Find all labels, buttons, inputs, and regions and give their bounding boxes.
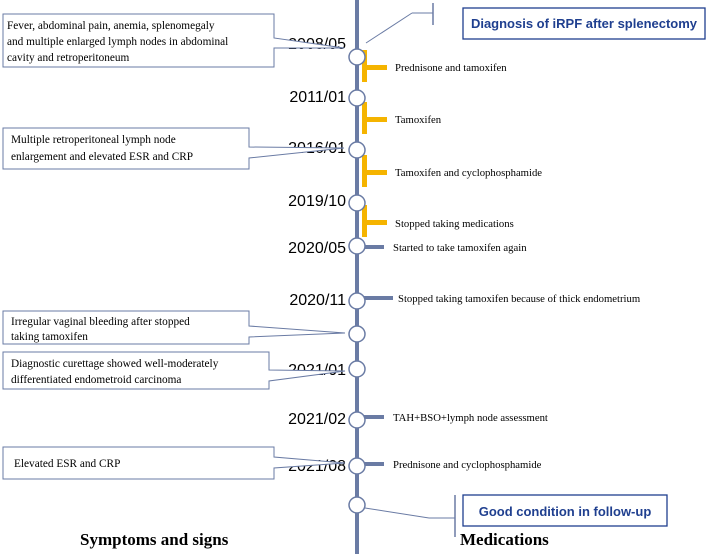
symptom-callout-5: [2, 446, 346, 480]
symptom-callout-3: [2, 310, 346, 345]
symptom-line: Irregular vaginal bleeding after stopped: [11, 316, 190, 328]
symptom-line: Elevated ESR and CRP: [14, 458, 120, 470]
medication-texts: Prednisone and tamoxifen Tamoxifen Tamox…: [393, 62, 641, 471]
date-labels: 2008/05 2011/01 2016/01 2019/10 2020/05 …: [288, 36, 346, 475]
medication-label: Stopped taking medications: [395, 218, 514, 230]
symptom-line: and multiple enlarged lymph nodes in abd…: [7, 36, 228, 48]
symptom-callouts: [2, 13, 346, 480]
footer-symptoms-label: Symptoms and signs: [80, 530, 229, 549]
footer-medications-label: Medications: [460, 530, 549, 549]
medication-ticks: [357, 245, 393, 466]
symptom-line: cavity and retroperitoneum: [7, 52, 130, 64]
medication-label: Prednisone and tamoxifen: [395, 62, 507, 74]
symptom-line: Multiple retroperitoneal lymph node: [11, 134, 176, 146]
date-label: 2020/05: [288, 240, 346, 257]
tick-prednisone-cyclophosphamide: [357, 462, 384, 466]
medication-label: Stopped taking tamoxifen because of thic…: [398, 293, 641, 305]
medication-label: TAH+BSO+lymph node assessment: [393, 412, 548, 424]
medication-label: Tamoxifen and cyclophosphamide: [395, 167, 542, 179]
medication-label: Prednisone and cyclophosphamide: [393, 459, 542, 471]
symptom-callout-1: [2, 13, 345, 68]
highlight-bottom: Good condition in follow-up: [364, 494, 668, 537]
medication-label: Started to take tamoxifen again: [393, 242, 527, 254]
medication-period-brackets: [362, 50, 387, 237]
symptom-texts: Fever, abdominal pain, anemia, splenomeg…: [7, 20, 228, 470]
date-label: 2021/02: [288, 411, 346, 428]
event-markers: [348, 48, 366, 514]
date-label: 2020/11: [289, 292, 346, 309]
highlight-bottom-text: Good condition in follow-up: [479, 504, 652, 519]
tick-tah-bso: [357, 415, 384, 419]
medication-label: Tamoxifen: [395, 114, 442, 126]
date-label: 2019/10: [288, 193, 346, 210]
symptom-line: differentiated endometroid carcinoma: [11, 374, 181, 386]
symptom-line: enlargement and elevated ESR and CRP: [11, 151, 193, 163]
symptom-line: Diagnostic curettage showed well-moderat…: [11, 358, 219, 370]
symptom-callout-2: [2, 127, 345, 170]
symptom-line: Fever, abdominal pain, anemia, splenomeg…: [7, 20, 215, 32]
highlight-top: Diagnosis of iRPF after splenectomy: [365, 3, 706, 44]
symptom-line: taking tamoxifen: [11, 331, 88, 343]
tick-stopped-tamoxifen: [357, 296, 393, 300]
tick-started-tamoxifen: [357, 245, 384, 249]
symptom-callout-4: [2, 351, 346, 390]
date-label: 2011/01: [289, 89, 346, 106]
highlight-top-text: Diagnosis of iRPF after splenectomy: [471, 16, 698, 31]
